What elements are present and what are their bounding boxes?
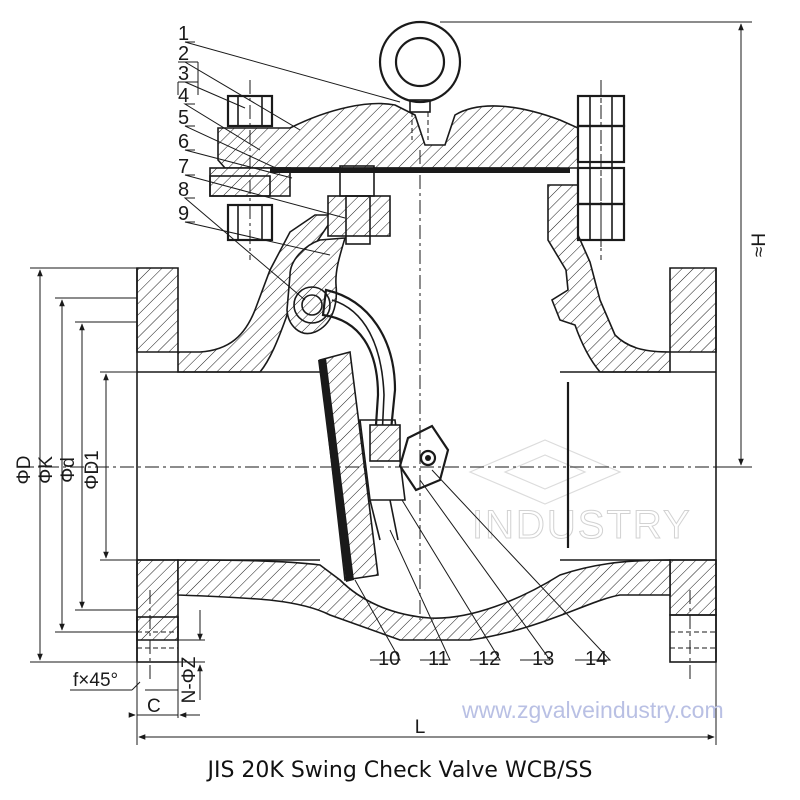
dim-K-label: ΦK xyxy=(36,456,57,484)
dim-D-label: ΦD xyxy=(14,456,35,485)
dimension-lines xyxy=(30,21,752,745)
disc-nut xyxy=(398,424,450,492)
part-number-11: 11 xyxy=(428,648,449,670)
valve-body xyxy=(136,184,717,662)
center-lines xyxy=(20,80,750,680)
left-flange xyxy=(136,267,179,663)
part-number-14: 14 xyxy=(585,648,607,670)
part-number-8: 8 xyxy=(178,179,189,201)
watermark-brand: INDUSTRY xyxy=(472,503,692,547)
dim-H-label: ≈H xyxy=(749,233,770,257)
watermark-logo: INDUSTRY xyxy=(468,439,692,548)
disc xyxy=(318,350,406,582)
dim-L-label: L xyxy=(415,717,426,738)
part-number-4: 4 xyxy=(178,85,189,107)
part-number-9: 9 xyxy=(178,203,189,225)
part-number-5: 5 xyxy=(178,107,189,129)
part-number-3: 3 xyxy=(178,63,189,85)
dim-bolt-holes-label: N-ΦZ xyxy=(179,656,200,703)
hinge-bracket xyxy=(286,165,391,335)
dim-chamfer-label: f×45° xyxy=(73,670,118,691)
watermark-url: www.zgvalveindustry.com xyxy=(461,697,724,723)
dim-D1-label: ΦD1 xyxy=(82,450,103,489)
part-number-13: 13 xyxy=(532,648,554,670)
part-number-6: 6 xyxy=(178,131,189,153)
part-number-1: 1 xyxy=(178,23,189,45)
right-flange xyxy=(669,267,717,663)
dim-C-label: C xyxy=(147,696,161,717)
dim-d-label: Φd xyxy=(58,457,79,483)
eye-bolt xyxy=(378,20,462,140)
part-number-7: 7 xyxy=(178,156,189,178)
part-number-10: 10 xyxy=(378,648,400,670)
bonnet xyxy=(209,102,579,197)
part-number-12: 12 xyxy=(478,648,500,670)
leader-lines xyxy=(177,41,612,661)
drawing-caption: JIS 20K Swing Check Valve WCB/SS xyxy=(205,758,592,783)
part-number-2: 2 xyxy=(178,43,189,65)
